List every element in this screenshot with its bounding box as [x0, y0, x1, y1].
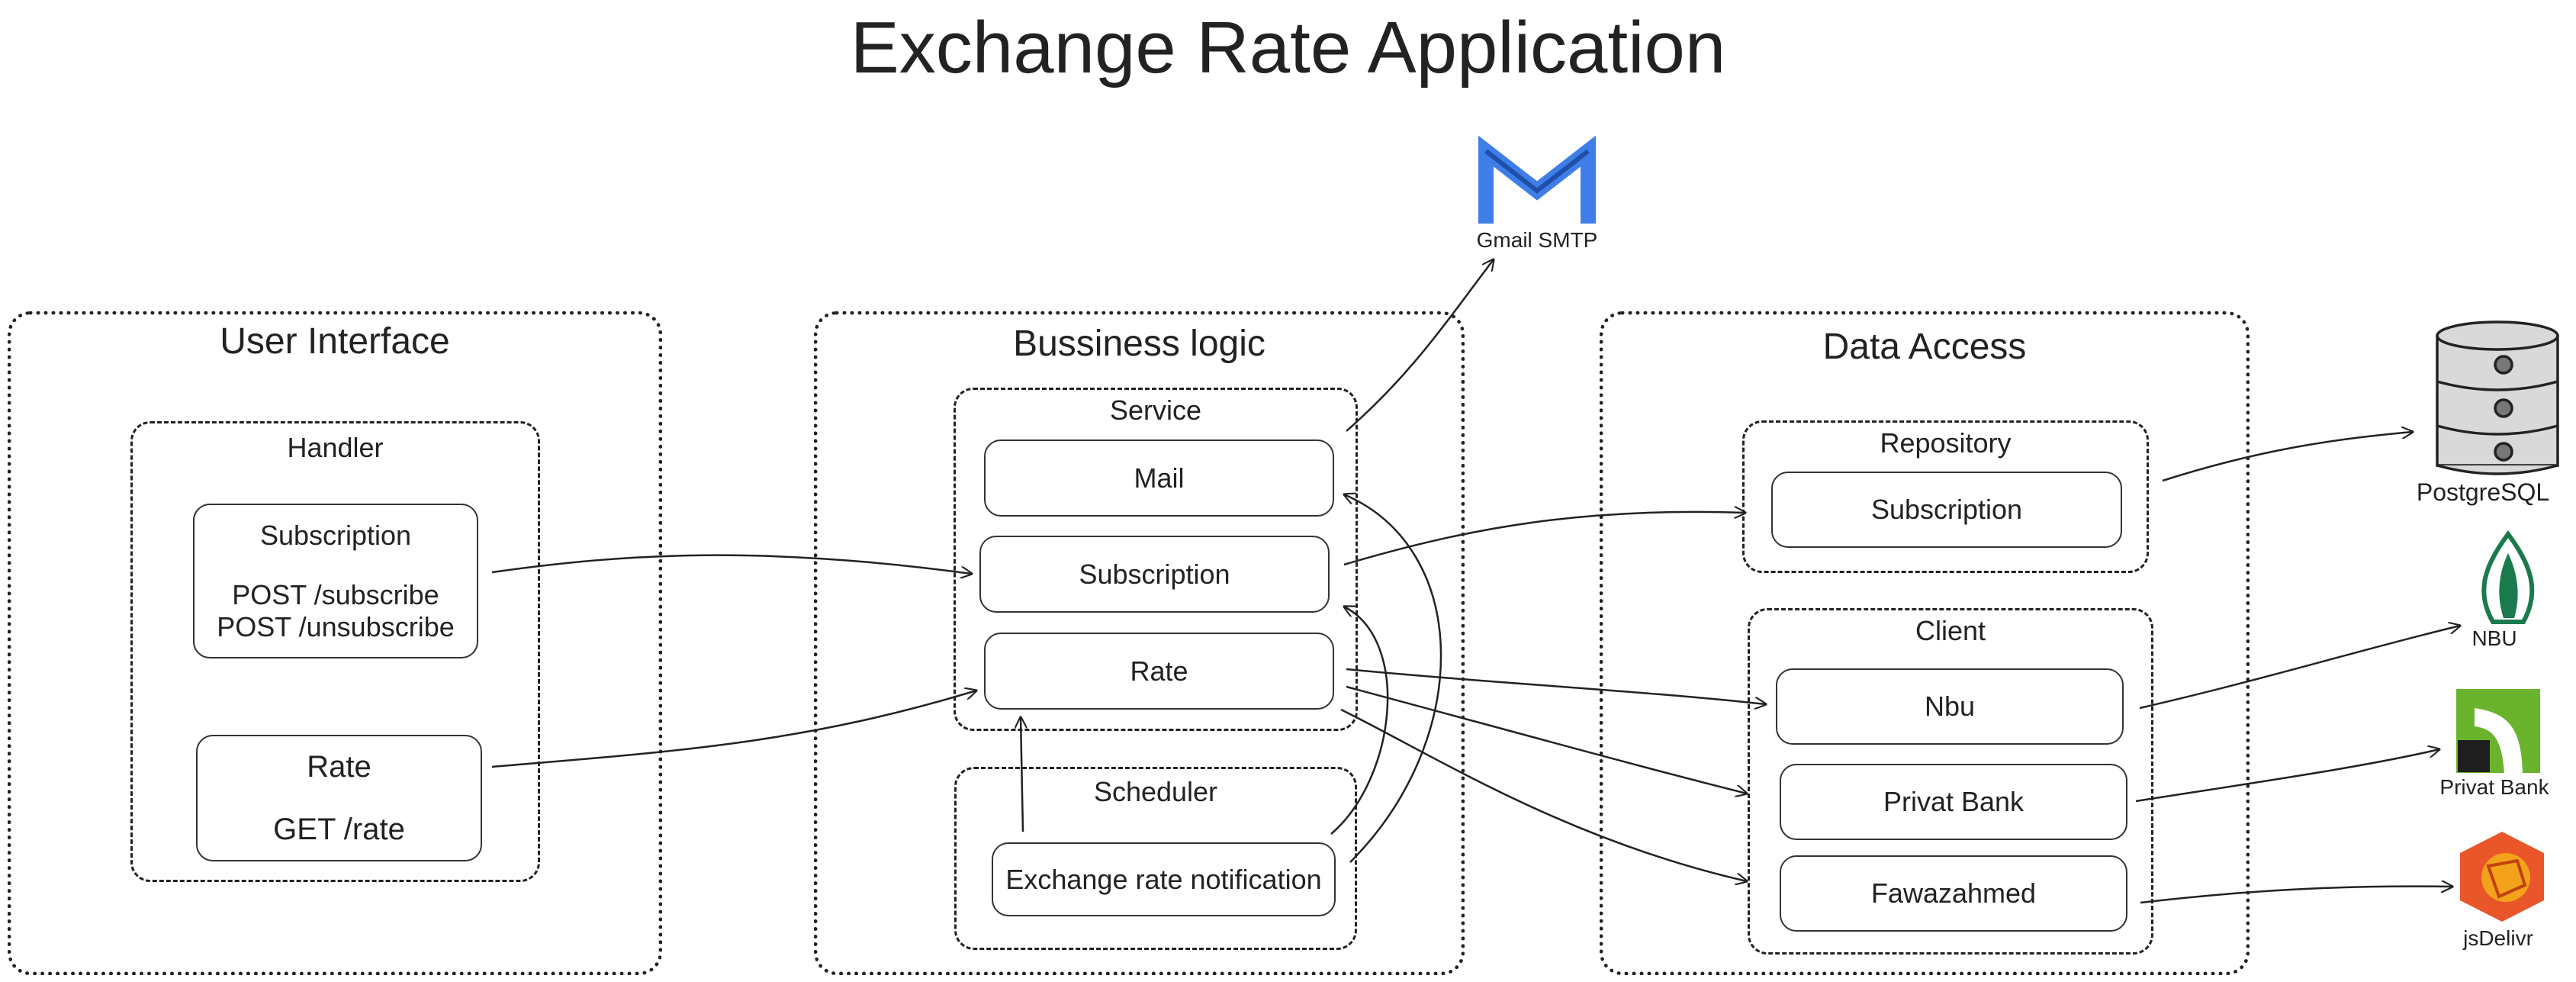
jsdelivr-logo-icon	[2460, 832, 2544, 922]
nbu-label: NBU	[2471, 626, 2517, 650]
layer-title: Bussiness logic	[1013, 324, 1265, 364]
arrow-service-subscription-to-repository	[1343, 512, 1745, 566]
privat-bank-logo-icon	[2456, 689, 2540, 773]
nbu-logo-icon	[2481, 530, 2535, 624]
service-subscription-label: Subscription	[1079, 558, 1230, 590]
arrow-nbu-client-to-nbu	[2139, 626, 2460, 710]
jsdelivr-label: jsDelivr	[2463, 926, 2533, 950]
page-title: Exchange Rate Application	[850, 7, 1726, 89]
service-mail-label: Mail	[1134, 462, 1185, 494]
gmail-label: Gmail SMTP	[1476, 228, 1598, 252]
arrow-handler-subscription-to-service-subscription	[491, 554, 972, 574]
arrow-service-rate-to-nbu	[1346, 668, 1766, 704]
gmail-icon	[1478, 135, 1596, 224]
handler-subscription-box[interactable]: Subscription POST /subscribe POST /unsub…	[193, 504, 478, 658]
arrow-scheduler-to-service-rate	[1021, 717, 1023, 832]
arrow-repository-to-postgres	[2162, 432, 2413, 482]
layer-business-logic: Bussiness logic	[814, 311, 1465, 975]
arrow-service-mail-to-gmail	[1346, 259, 1494, 432]
group-title: Handler	[287, 432, 384, 463]
client-nbu-label: Nbu	[1924, 691, 1976, 722]
handler-rate-title: Rate	[307, 750, 371, 784]
arrow-handler-rate-to-service-rate	[491, 691, 976, 768]
handler-subscription-title: Subscription	[259, 519, 412, 551]
service-rate-box[interactable]: Rate	[984, 633, 1334, 710]
group-handler: Handler	[130, 421, 540, 882]
layer-user-interface: User Interface	[8, 311, 662, 975]
group-title: Scheduler	[1093, 776, 1218, 807]
group-repository: Repository	[1742, 420, 2149, 573]
client-privat-box[interactable]: Privat Bank	[1780, 764, 2127, 840]
client-privat-label: Privat Bank	[1883, 786, 2024, 817]
group-title: Repository	[1880, 427, 2012, 459]
handler-rate-route: GET /rate	[273, 813, 405, 846]
repository-subscription-box[interactable]: Subscription	[1771, 472, 2122, 548]
group-client: Client	[1748, 608, 2153, 955]
scheduler-notification-box[interactable]: Exchange rate notification	[992, 842, 1336, 916]
group-scheduler: Scheduler	[954, 767, 1357, 950]
client-fawaz-label: Fawazahmed	[1870, 877, 2037, 909]
layer-data-access: Data Access	[1600, 311, 2250, 975]
arrow-privat-client-to-privat	[2135, 749, 2439, 803]
service-mail-box[interactable]: Mail	[984, 439, 1334, 517]
handler-subscription-route-unsubscribe: POST /unsubscribe	[217, 610, 455, 642]
layer-title: User Interface	[220, 321, 450, 362]
database-icon	[2436, 320, 2559, 475]
arrow-service-rate-to-privat	[1346, 685, 1747, 794]
group-title: Client	[1915, 615, 1986, 646]
arrow-service-rate-to-fawaz	[1340, 708, 1747, 881]
arrow-scheduler-to-service-subscription	[1330, 607, 1389, 835]
repository-subscription-label: Subscription	[1870, 494, 2023, 525]
scheduler-notification-label: Exchange rate notification	[1005, 863, 1322, 895]
postgres-label: PostgreSQL	[2416, 478, 2550, 506]
client-fawaz-box[interactable]: Fawazahmed	[1780, 855, 2127, 932]
service-rate-label: Rate	[1130, 655, 1188, 687]
service-subscription-box[interactable]: Subscription	[979, 536, 1330, 613]
client-nbu-box[interactable]: Nbu	[1776, 668, 2124, 745]
privat-label: Privat Bank	[2439, 775, 2549, 799]
arrow-fawaz-client-to-jsdelivr	[2140, 887, 2452, 904]
arrow-scheduler-to-service-mail	[1344, 494, 1442, 863]
group-service: Service	[954, 388, 1358, 731]
layer-title: Data Access	[1822, 327, 2027, 367]
group-title: Service	[1109, 394, 1202, 426]
handler-rate-box[interactable]: Rate GET /rate	[196, 735, 482, 861]
handler-subscription-route-subscribe: POST /subscribe	[232, 578, 439, 610]
